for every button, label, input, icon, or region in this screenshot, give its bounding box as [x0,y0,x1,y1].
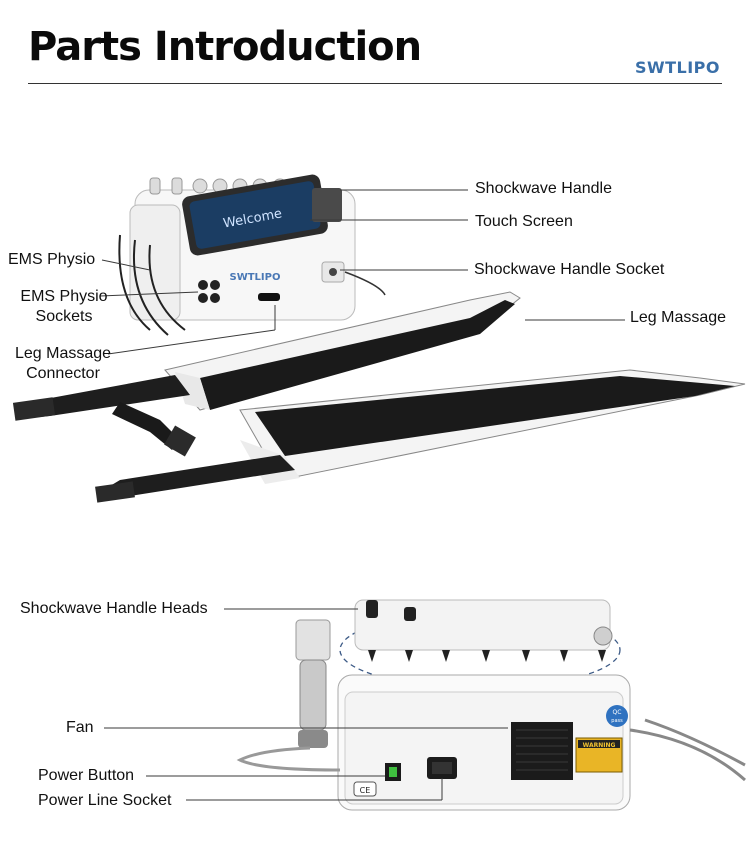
label-leg-massage: Leg Massage [630,309,727,326]
ce-mark: CE [360,786,371,795]
label-shockwave-handle-socket: Shockwave Handle Socket [474,261,665,278]
label-leg-massage-connector-line1: Leg Massage [14,345,112,362]
qc-badge-line2: pass [611,718,623,724]
leg-massage-loose-cable [112,402,196,457]
label-fan: Fan [66,719,94,736]
label-leg-massage-connector-line2: Connector [26,365,100,382]
label-shockwave-handle: Shockwave Handle [475,180,612,197]
bottom-leader-lines [104,608,508,801]
label-ems-physio-sockets-line2: Sockets [35,308,93,325]
leg-massage-pad-lower [95,369,746,503]
warning-label-text: WARNING [583,742,616,749]
label-power-button: Power Button [38,767,135,784]
brand-logo-text: SWTLIPO [634,58,720,77]
label-touch-screen: Touch Screen [475,213,573,230]
label-ems-physio-sockets-line1: EMS Physio [20,288,108,305]
label-leg-massage-connector: Leg Massage Connector [8,344,118,384]
page-title: Parts Introduction [28,24,422,70]
device-top-body: Welcome SWTLIPO [118,174,386,336]
label-ems-physio-sockets: EMS Physio Sockets [14,287,114,327]
qc-badge-line1: QC [613,709,622,716]
title-divider [28,83,722,84]
device-front-logo: SWTLIPO [230,272,281,283]
device-back-body: WARNING QC pass CE [236,599,746,811]
label-ems-physio: EMS Physio [8,251,96,268]
label-shockwave-handle-heads: Shockwave Handle Heads [20,600,208,617]
leg-massage-pad-upper [12,291,521,421]
label-power-line-socket: Power Line Socket [38,792,172,809]
top-leader-lines [99,189,625,355]
